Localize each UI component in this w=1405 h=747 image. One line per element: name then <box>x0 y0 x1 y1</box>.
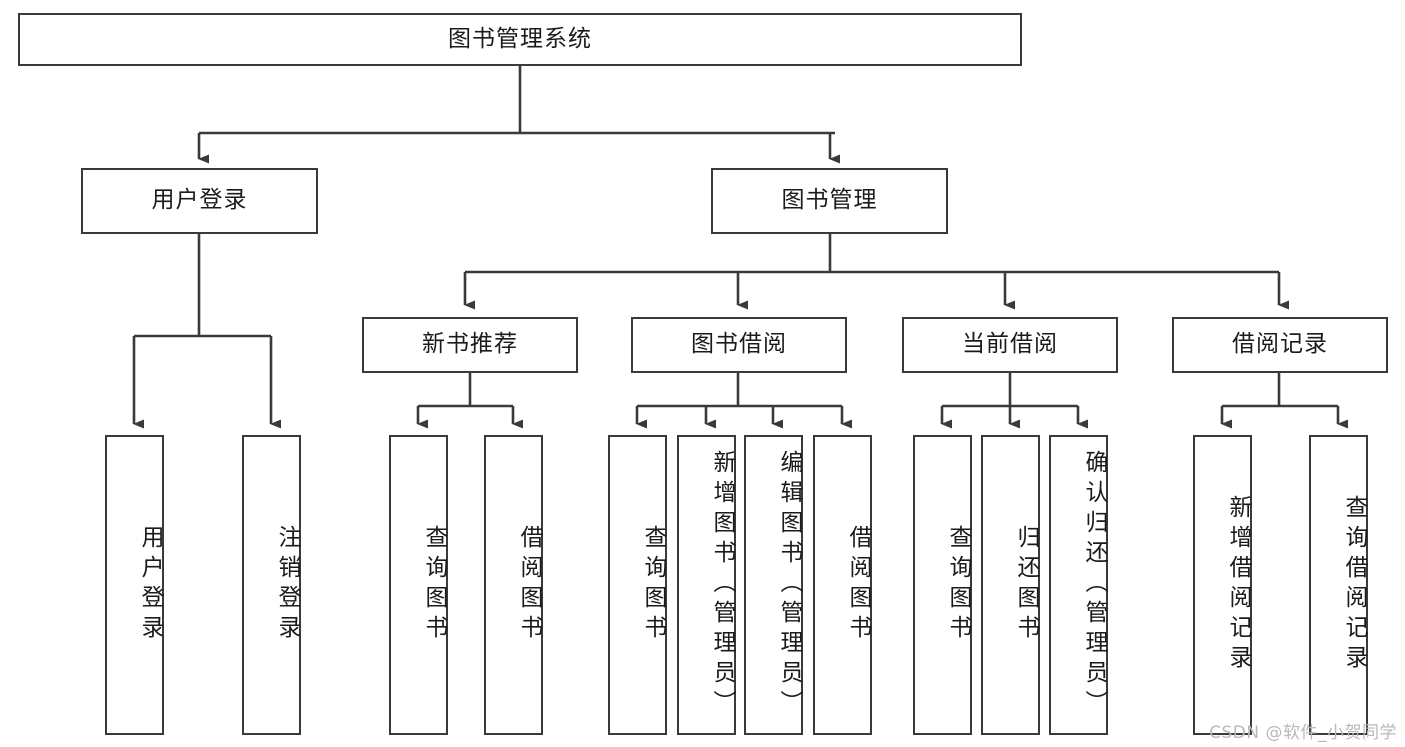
node-user-login[interactable]: 用户登录 <box>81 168 318 234</box>
leaf-return-book[interactable]: 归还图书 <box>981 435 1040 735</box>
node-label: 注销登录 <box>274 525 300 645</box>
node-label: 编辑图书（管理员） <box>776 450 802 720</box>
watermark-text: CSDN @软件_小贺同学 <box>1209 723 1397 743</box>
node-label: 查询图书 <box>945 525 971 645</box>
node-label: 当前借阅 <box>962 331 1058 358</box>
leaf-query-book-newrec[interactable]: 查询图书 <box>389 435 448 735</box>
node-new-book-recommendation[interactable]: 新书推荐 <box>362 317 578 373</box>
node-label: 查询图书 <box>640 525 666 645</box>
node-label: 新增图书（管理员） <box>709 450 735 720</box>
leaf-edit-book-admin[interactable]: 编辑图书（管理员） <box>744 435 803 735</box>
leaf-confirm-return-admin[interactable]: 确认归还（管理员） <box>1049 435 1108 735</box>
node-book-borrow[interactable]: 图书借阅 <box>631 317 847 373</box>
node-label: 借阅图书 <box>516 525 542 645</box>
node-label: 查询借阅记录 <box>1341 495 1367 675</box>
node-label: 图书管理系统 <box>448 25 592 52</box>
node-label: 借阅图书 <box>845 525 871 645</box>
node-label: 查询图书 <box>421 525 447 645</box>
node-label: 确认归还（管理员） <box>1081 450 1107 720</box>
leaf-query-borrow-record[interactable]: 查询借阅记录 <box>1309 435 1368 735</box>
node-book-management[interactable]: 图书管理 <box>711 168 948 234</box>
node-label: 图书借阅 <box>691 331 787 358</box>
node-label: 新增借阅记录 <box>1225 495 1251 675</box>
leaf-borrow-book-newrec[interactable]: 借阅图书 <box>484 435 543 735</box>
node-borrow-record[interactable]: 借阅记录 <box>1172 317 1388 373</box>
node-label: 图书管理 <box>781 187 878 214</box>
node-label: 归还图书 <box>1013 525 1039 645</box>
leaf-user-login[interactable]: 用户登录 <box>105 435 164 735</box>
leaf-query-book-borrow[interactable]: 查询图书 <box>608 435 667 735</box>
node-label: 新书推荐 <box>422 331 518 358</box>
node-root-book-management-system[interactable]: 图书管理系统 <box>18 13 1022 66</box>
leaf-query-book-current[interactable]: 查询图书 <box>913 435 972 735</box>
node-label: 借阅记录 <box>1232 331 1328 358</box>
leaf-logout[interactable]: 注销登录 <box>242 435 301 735</box>
node-label: 用户登录 <box>151 187 248 214</box>
leaf-borrow-book[interactable]: 借阅图书 <box>813 435 872 735</box>
node-label: 用户登录 <box>137 525 163 645</box>
leaf-add-book-admin[interactable]: 新增图书（管理员） <box>677 435 736 735</box>
node-current-borrow[interactable]: 当前借阅 <box>902 317 1118 373</box>
leaf-add-borrow-record[interactable]: 新增借阅记录 <box>1193 435 1252 735</box>
